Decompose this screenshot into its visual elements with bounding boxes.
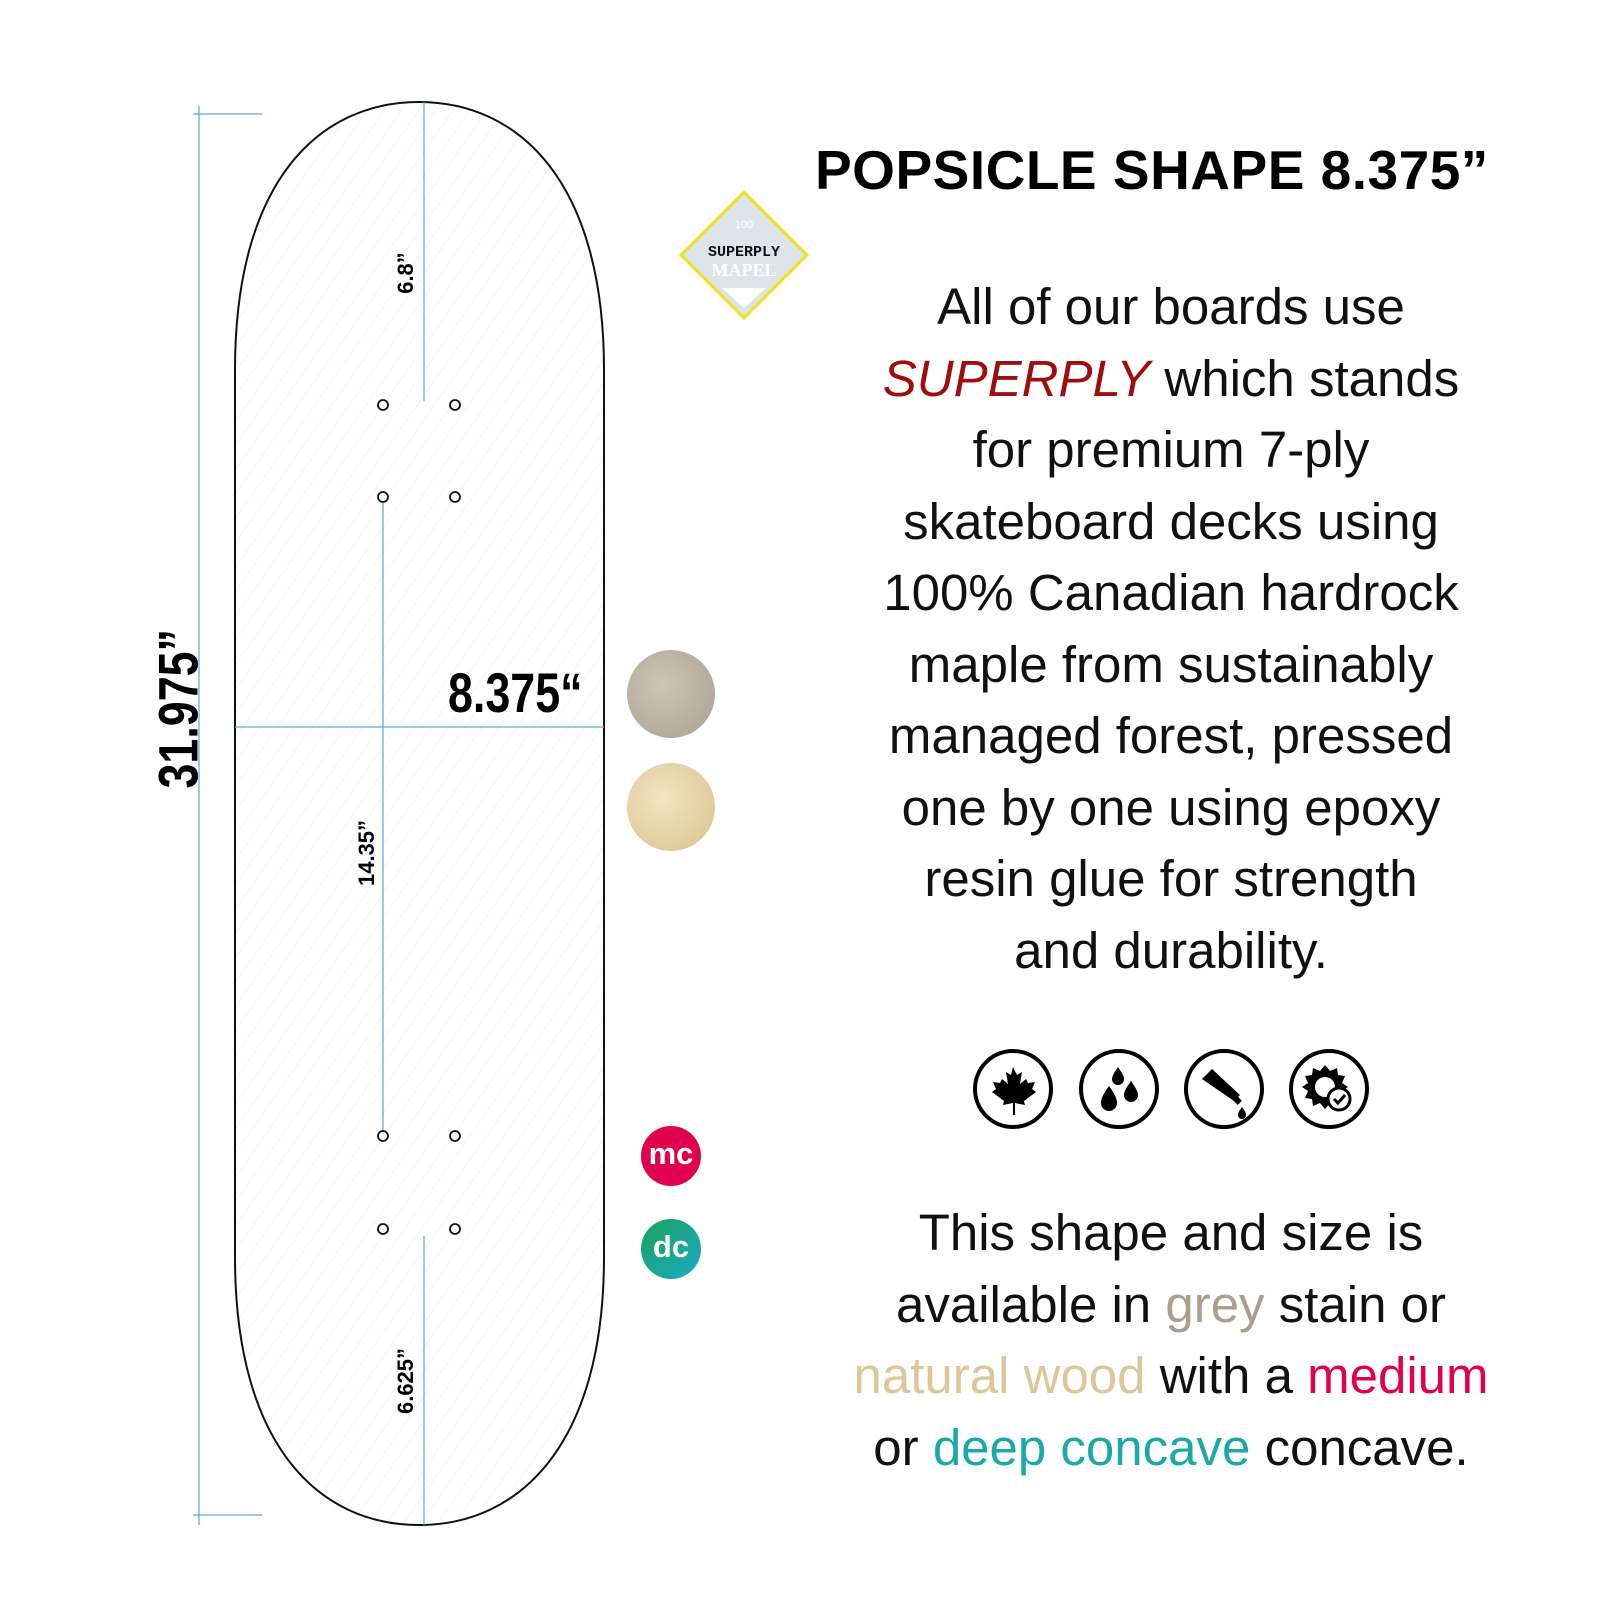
length-label: 31.975” [146,629,210,789]
availability-line: available in grey stain or [821,1269,1521,1341]
description-line: 100% Canadian hardrock [883,564,1459,621]
description: All of our boards use SUPERPLY which sta… [821,271,1521,986]
logo-sub-text: MAPEL [712,260,777,280]
text: concave. [1250,1418,1469,1476]
wheelbase-label: 14.35” [354,819,379,887]
truck-holes [377,399,461,1235]
maple-leaf-icon [973,1049,1053,1129]
availability-line: This shape and size is [918,1204,1424,1261]
availability-line: or deep concave concave. [821,1412,1521,1484]
text: or [873,1418,933,1476]
description-line: All of our boards use [937,278,1405,335]
description-line: managed forest, pressed [888,707,1454,764]
quality-seal-icon [1289,1049,1369,1129]
natural-highlight: natural wood [853,1347,1146,1404]
availability-line: natural wood with a medium [821,1340,1521,1412]
availability-text: This shape and size is available in grey… [821,1197,1521,1483]
text: which stands [1150,349,1460,407]
superply-highlight: SUPERPLY [882,349,1151,407]
superply-logo: 100 SUPERPLY MAPEL [678,189,810,321]
tail-label: 6.625” [393,1347,418,1415]
page-title: POPSICLE SHAPE 8.375” [815,139,1489,201]
nose-label: 6.8” [393,252,418,294]
grey-highlight: grey [1165,1275,1265,1333]
description-line: skateboard decks using [903,492,1439,550]
logo-top-text: 100 [735,219,753,231]
description-line: resin glue for strength [924,850,1418,907]
medium-highlight: medium [1307,1347,1489,1404]
description-line: SUPERPLY which stands [821,343,1521,415]
deck-outline [234,100,605,1527]
grey-stain-swatch[interactable] [627,650,715,738]
width-label: 8.375“ [448,661,583,724]
text: with a [1145,1347,1308,1404]
text: stain or [1264,1275,1446,1333]
logo-brand-text: SUPERPLY [708,244,780,261]
text: available in [896,1275,1166,1333]
medium-concave-badge[interactable]: mc [641,1126,701,1186]
description-line: maple from sustainably [908,635,1434,693]
water-drops-icon [1079,1049,1159,1129]
description-line: and durability. [1014,921,1328,979]
description-line: for premium 7-ply [972,421,1370,478]
deep-concave-badge[interactable]: dc [641,1219,701,1279]
glue-tube-icon [1184,1049,1264,1129]
deep-highlight: deep concave [932,1418,1251,1476]
description-line: one by one using epoxy [901,778,1441,836]
natural-wood-swatch[interactable] [627,763,715,851]
